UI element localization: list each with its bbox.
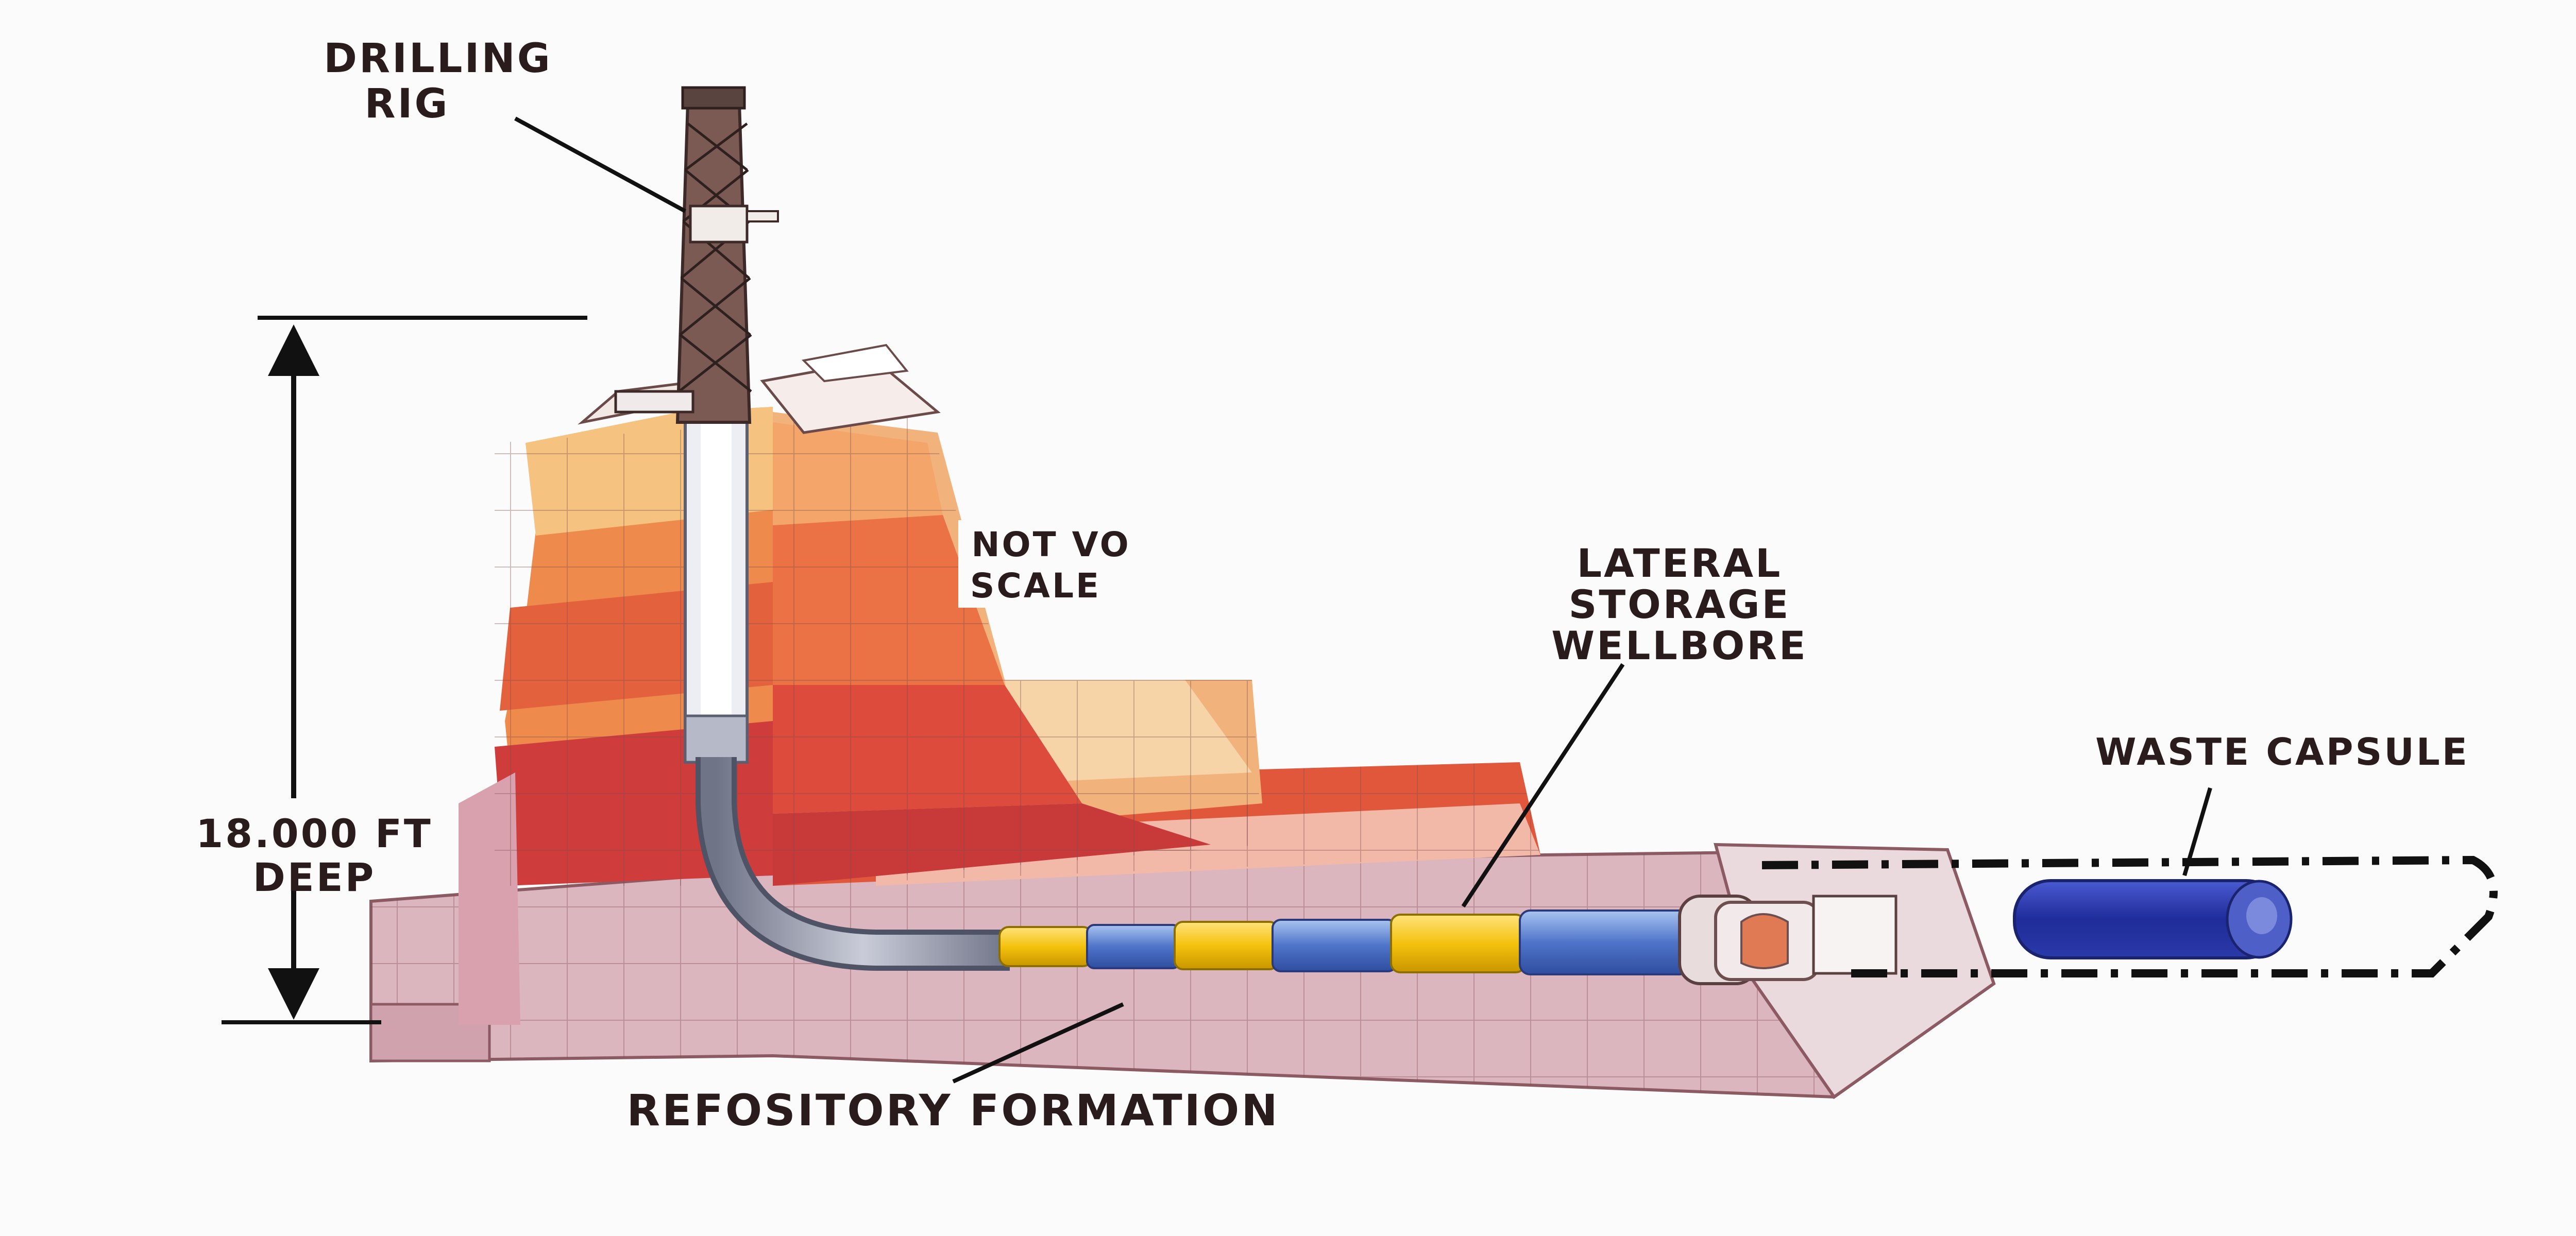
vertical-shaft	[684, 421, 749, 764]
lateral-wellbore-line-1: LATERAL	[1577, 540, 1783, 586]
lateral-wellbore-label: LATERAL STORAGE WELLBORE	[1551, 540, 1808, 668]
capsule-magnifier-outline	[1761, 855, 2498, 977]
depth-label: 18.000 FT DEEP	[196, 811, 433, 900]
scale-note-label: NOT VO SCALE	[958, 520, 1144, 608]
lateral-storage-wellbore	[696, 757, 1897, 985]
drilling-rig-label-line-2: RIG	[364, 81, 449, 127]
depth-label-line-1: 18.000 FT	[196, 811, 433, 856]
waste-capsule-label: WASTE CAPSULE	[2095, 730, 2469, 774]
lateral-wellbore-line-3: WELLBORE	[1551, 623, 1808, 668]
waste-capsule-icon	[2013, 879, 2293, 959]
drilling-rig-label-line-1: DRILLING	[324, 36, 552, 82]
depth-dimension	[222, 316, 587, 1024]
drilling-rig-tower-icon	[614, 86, 779, 424]
repository-formation-label: REFOSITORY FORMATION	[626, 1085, 1279, 1136]
leader-lines	[514, 116, 2212, 1084]
depth-label-line-2: DEEP	[253, 854, 376, 900]
drilling-rig-label: DRILLING RIG	[324, 36, 552, 127]
scale-note-line-2: SCALE	[970, 566, 1101, 606]
scale-note-line-1: NOT VO	[971, 525, 1130, 564]
lateral-wellbore-line-2: STORAGE	[1569, 581, 1791, 627]
